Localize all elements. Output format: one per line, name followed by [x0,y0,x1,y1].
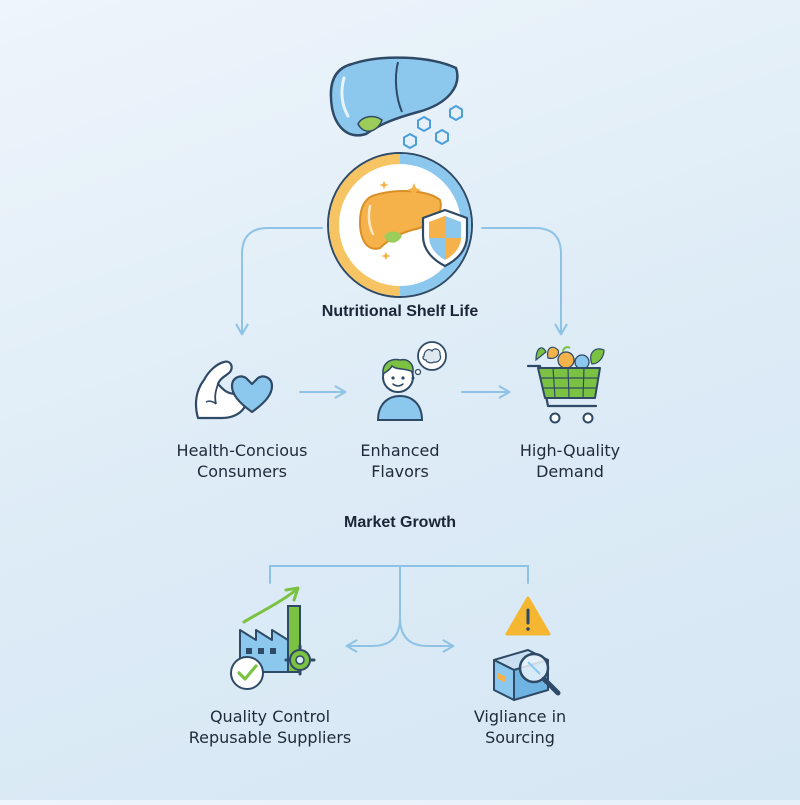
high-quality-demand-line1: High-Quality [519,441,621,460]
enhanced-flavors-label: Enhanced Flavors [300,440,500,482]
flexed-arm-heart-icon [194,360,274,420]
person-thinking-icon [376,341,447,421]
vigilance-sourcing-label: Vigliance in Sourcing [420,706,620,748]
health-consumers-line1: Health-Concious [176,441,308,460]
vigilance-sourcing-line2: Sourcing [485,728,555,747]
connector-fork-right [399,617,455,653]
connector-center-to-demand [481,227,568,336]
quality-control-line1: Quality Control [209,707,331,726]
quality-control-line2: Repusable Suppliers [188,728,352,747]
high-quality-demand-line2: Demand [536,462,604,481]
enhanced-flavors-line2: Flavors [371,462,429,481]
high-quality-demand-label: High-Quality Demand [470,440,670,482]
connector-center-to-consumers [235,227,323,336]
market-growth-title: Market Growth [343,514,456,531]
enhanced-flavors-line1: Enhanced [360,441,440,460]
health-consumers-label: Health-Concious Consumers [142,440,342,482]
health-consumers-line2: Consumers [197,462,287,481]
connectors [235,227,568,653]
warning-box-magnifier-icon [493,596,561,701]
connector-fork-left [345,617,401,653]
quality-control-label: Quality Control Repusable Suppliers [160,706,380,748]
liver-icon [329,56,463,150]
vigilance-sourcing-line1: Vigliance in [473,707,567,726]
grocery-cart-icon [526,346,605,424]
shelf-life-title: Nutritional Shelf Life [321,303,479,320]
factory-check-icon [230,586,316,690]
liver-shield-icon [327,152,473,298]
